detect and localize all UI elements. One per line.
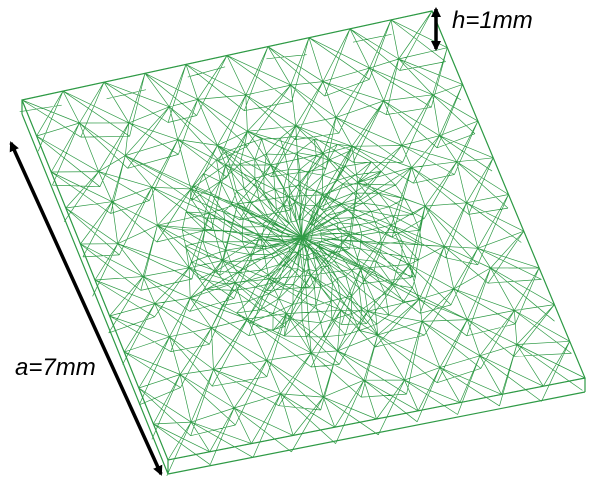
side-dimension-arrow [9, 141, 163, 476]
mesh-edges [19, 10, 586, 477]
height-label: h=1mm [452, 7, 533, 34]
side-label: a=7mm [15, 354, 96, 381]
finite-element-mesh [19, 10, 586, 477]
